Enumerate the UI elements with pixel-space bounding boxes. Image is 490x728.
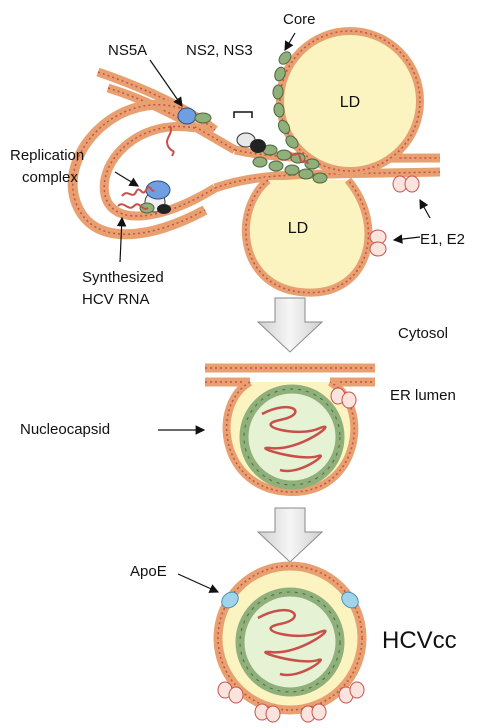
replication-complex-label-line2: complex [22, 169, 78, 186]
apoe-callout-arrow [177, 573, 220, 593]
cytosol-label: Cytosol [398, 325, 448, 342]
ld-label-middle: LD [288, 220, 308, 237]
synthesized-rna-label-line1: Synthesized [82, 269, 164, 286]
process-arrow-2 [256, 507, 324, 563]
core-label: Core [283, 11, 316, 28]
synthesized-rna-label-line2: HCV RNA [82, 291, 150, 308]
apoe-proteins [221, 591, 359, 609]
core-proteins-top [252, 51, 328, 184]
hcvcc-label: HCVcc [382, 627, 457, 654]
lipid-droplet-middle: LD [241, 176, 373, 297]
nucleocapsid-middle [239, 384, 345, 490]
e1-e2-glycoproteins [369, 175, 420, 257]
e1-e2-bottom [217, 681, 365, 723]
e1-e2-label: E1, E2 [420, 231, 465, 248]
callout-arrows [114, 32, 431, 263]
ns5a-label: NS5A [108, 42, 147, 59]
replication-complex-label-line1: Replication [10, 147, 84, 164]
ns5a-protein [166, 107, 212, 157]
lipid-droplet-top: LD [276, 27, 424, 175]
process-arrow-1 [256, 297, 324, 353]
ns2-ns3-proteins [233, 111, 266, 153]
ld-label-top: LD [340, 94, 360, 111]
replication-complex [139, 180, 171, 214]
ns2-ns3-label: NS2, NS3 [186, 42, 253, 59]
apoe-label: ApoE [130, 563, 167, 580]
e1-e2-middle [330, 387, 357, 409]
nucleocapsid-label: Nucleocapsid [20, 421, 110, 438]
synthesized-rna [117, 151, 309, 210]
er-lumen-label: ER lumen [390, 387, 456, 404]
er-membrane-middle [205, 363, 375, 387]
hcvcc-particle [213, 561, 367, 715]
